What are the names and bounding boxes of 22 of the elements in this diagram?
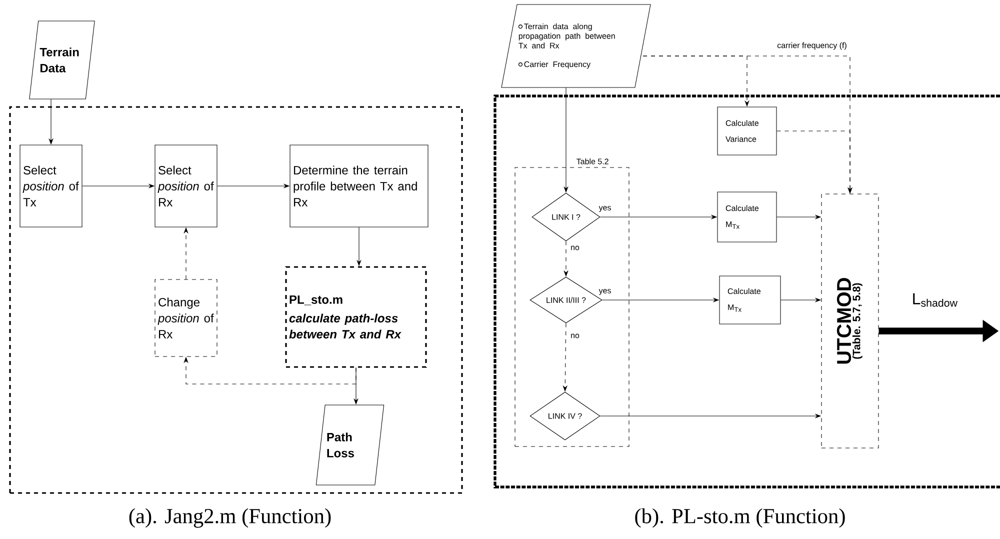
- data-parallelogram: Terrain data along propagation path between Tx and Rx Carrier Frequency: [501, 4, 651, 88]
- process-box: Calculate Variance: [717, 106, 777, 156]
- process-box: Select position of Tx: [20, 144, 82, 228]
- data-parallelogram: Terrain Data: [29, 20, 95, 100]
- process-box: Select position of Rx: [154, 144, 218, 228]
- process-box: Change position of Rx: [154, 279, 218, 357]
- process-box: PL_sto.m calculate path-loss between Tx and Rx: [285, 266, 427, 368]
- data-parallelogram: Path Loss: [316, 404, 384, 486]
- edge-label: L$_{shadow}$: [910, 292, 960, 308]
- module-box: UTCMOD (Table. 5.7, 5.8): [821, 194, 879, 448]
- process-box: Calculate M$_{Tx}$: [719, 276, 781, 324]
- edge-label: no: [569, 244, 581, 252]
- edge-label: carrier frequency (f): [776, 40, 848, 52]
- dashed-frame: [9, 106, 463, 494]
- dashed-frame: [494, 94, 1000, 488]
- edge-label: no: [569, 332, 581, 340]
- dashed-group-box: [514, 167, 630, 447]
- process-box: Calculate M$_{Tx}$: [717, 192, 777, 242]
- box-label: Table 5.2: [576, 158, 608, 164]
- caption: (b). PL-sto.m (Function): [635, 508, 845, 528]
- process-box: Determine the terrain profile between Tx and Rx: [290, 144, 428, 228]
- caption: (a). Jang2.m (Function): [129, 508, 331, 528]
